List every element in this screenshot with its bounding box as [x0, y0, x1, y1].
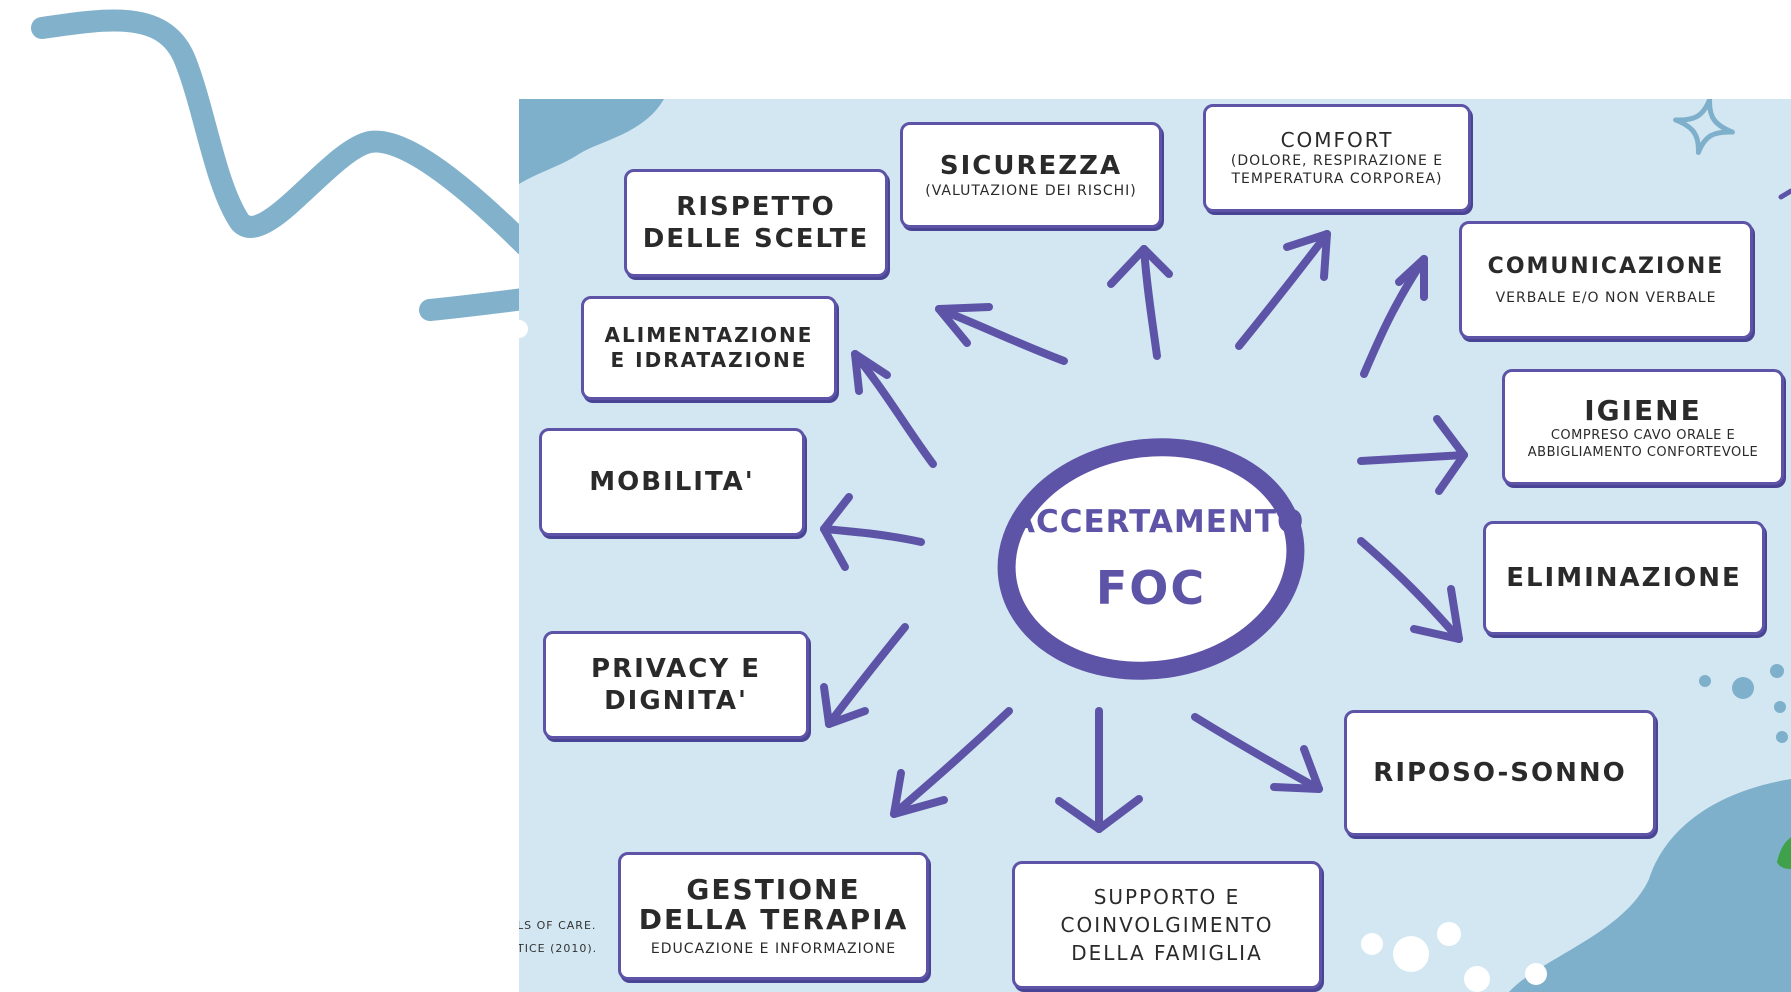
box-terapia-line1: GESTIONE: [686, 872, 861, 906]
box-supporto: SUPPORTO E COINVOLGIMENTO DELLA FAMIGLIA: [1012, 861, 1322, 989]
sparkle-icon: [1673, 99, 1735, 155]
box-supporto-line3: DELLA FAMIGLIA: [1071, 941, 1263, 965]
box-terapia-sub: EDUCAZIONE E INFORMAZIONE: [650, 941, 897, 958]
box-alimentazione-line2: E IDRATAZIONE: [610, 348, 808, 372]
arrow-to-eliminazione: [1357, 537, 1463, 643]
arrow-to-mobilita: [820, 493, 925, 571]
arrow-to-comfort: [1235, 230, 1331, 350]
box-eliminazione: ELIMINAZIONE: [1483, 521, 1765, 635]
box-supporto-line1: SUPPORTO E: [1093, 885, 1241, 909]
box-terapia: GESTIONE DELLA TERAPIA EDUCAZIONE E INFO…: [618, 852, 929, 980]
box-comfort: COMFORT (DOLORE, RESPIRAZIONE E TEMPERAT…: [1203, 104, 1471, 212]
box-rispetto-line2: DELLE SCELTE: [642, 224, 870, 254]
box-privacy: PRIVACY E DIGNITA': [543, 631, 809, 739]
box-igiene-sub1: COMPRESO CAVO ORALE E: [1550, 428, 1736, 444]
arrow-to-terapia: [890, 707, 1013, 818]
box-alimentazione-line1: ALIMENTAZIONE: [604, 323, 814, 347]
box-riposo: RIPOSO-SONNO: [1344, 710, 1656, 836]
center-title: ACCERTAMENTO: [1011, 504, 1305, 540]
box-mobilita-title: MOBILITA': [589, 466, 755, 497]
arrow-to-privacy: [820, 623, 909, 728]
center-subtitle: FOC: [1095, 561, 1207, 615]
arrow-to-rispetto: [935, 303, 1068, 365]
box-igiene-sub2: ABBIGLIAMENTO CONFORTEVOLE: [1527, 444, 1759, 460]
arrow-to-sicurezza: [1107, 245, 1173, 360]
box-riposo-title: RIPOSO-SONNO: [1373, 757, 1627, 788]
arrow-to-igiene: [1357, 415, 1468, 495]
box-eliminazione-title: ELIMINAZIONE: [1506, 562, 1742, 593]
center-ellipse: [997, 438, 1305, 680]
box-comfort-sub1: (DOLORE, RESPIRAZIONE E: [1230, 153, 1444, 169]
arrow-to-alimentazione: [851, 350, 937, 468]
box-privacy-line2: DIGNITA': [604, 686, 748, 716]
box-alimentazione: ALIMENTAZIONE E IDRATAZIONE: [581, 296, 837, 400]
box-igiene-title: IGIENE: [1584, 394, 1702, 428]
box-comfort-title: COMFORT: [1280, 128, 1394, 152]
decorations: [519, 99, 1791, 992]
footnote-line2: TICE (2010).: [519, 942, 598, 955]
box-sicurezza-title: SICUREZZA: [939, 151, 1123, 181]
box-rispetto: RISPETTO DELLE SCELTE: [624, 169, 888, 277]
box-terapia-line2: DELLA TERAPIA: [638, 903, 909, 937]
footnote-line1: LS OF CARE.: [519, 919, 597, 932]
box-comunicazione: COMUNICAZIONE VERBALE E/O NON VERBALE: [1459, 221, 1753, 339]
box-privacy-line1: PRIVACY E: [591, 653, 761, 684]
box-comunicazione-title: COMUNICAZIONE: [1487, 253, 1725, 279]
box-rispetto-line1: RISPETTO: [676, 191, 836, 222]
arrow-to-riposo: [1191, 713, 1323, 793]
arrow-to-comunicazione: [1360, 255, 1428, 378]
box-comfort-sub2: TEMPERATURA CORPOREA): [1231, 170, 1443, 187]
diagram-panel: ACCERTAMENTO FOC RISPETTO DELLE SCELTE S…: [519, 99, 1791, 992]
box-sicurezza-sub: (VALUTAZIONE DEI RISCHI): [925, 182, 1137, 199]
box-sicurezza: SICUREZZA (VALUTAZIONE DEI RISCHI): [900, 122, 1162, 228]
arrow-to-supporto: [1055, 707, 1143, 833]
box-mobilita: MOBILITA': [539, 428, 805, 536]
arrows: [820, 230, 1468, 833]
box-comunicazione-sub: VERBALE E/O NON VERBALE: [1495, 290, 1717, 306]
box-supporto-line2: COINVOLGIMENTO: [1060, 913, 1274, 937]
box-igiene: IGIENE COMPRESO CAVO ORALE E ABBIGLIAMEN…: [1502, 369, 1784, 485]
